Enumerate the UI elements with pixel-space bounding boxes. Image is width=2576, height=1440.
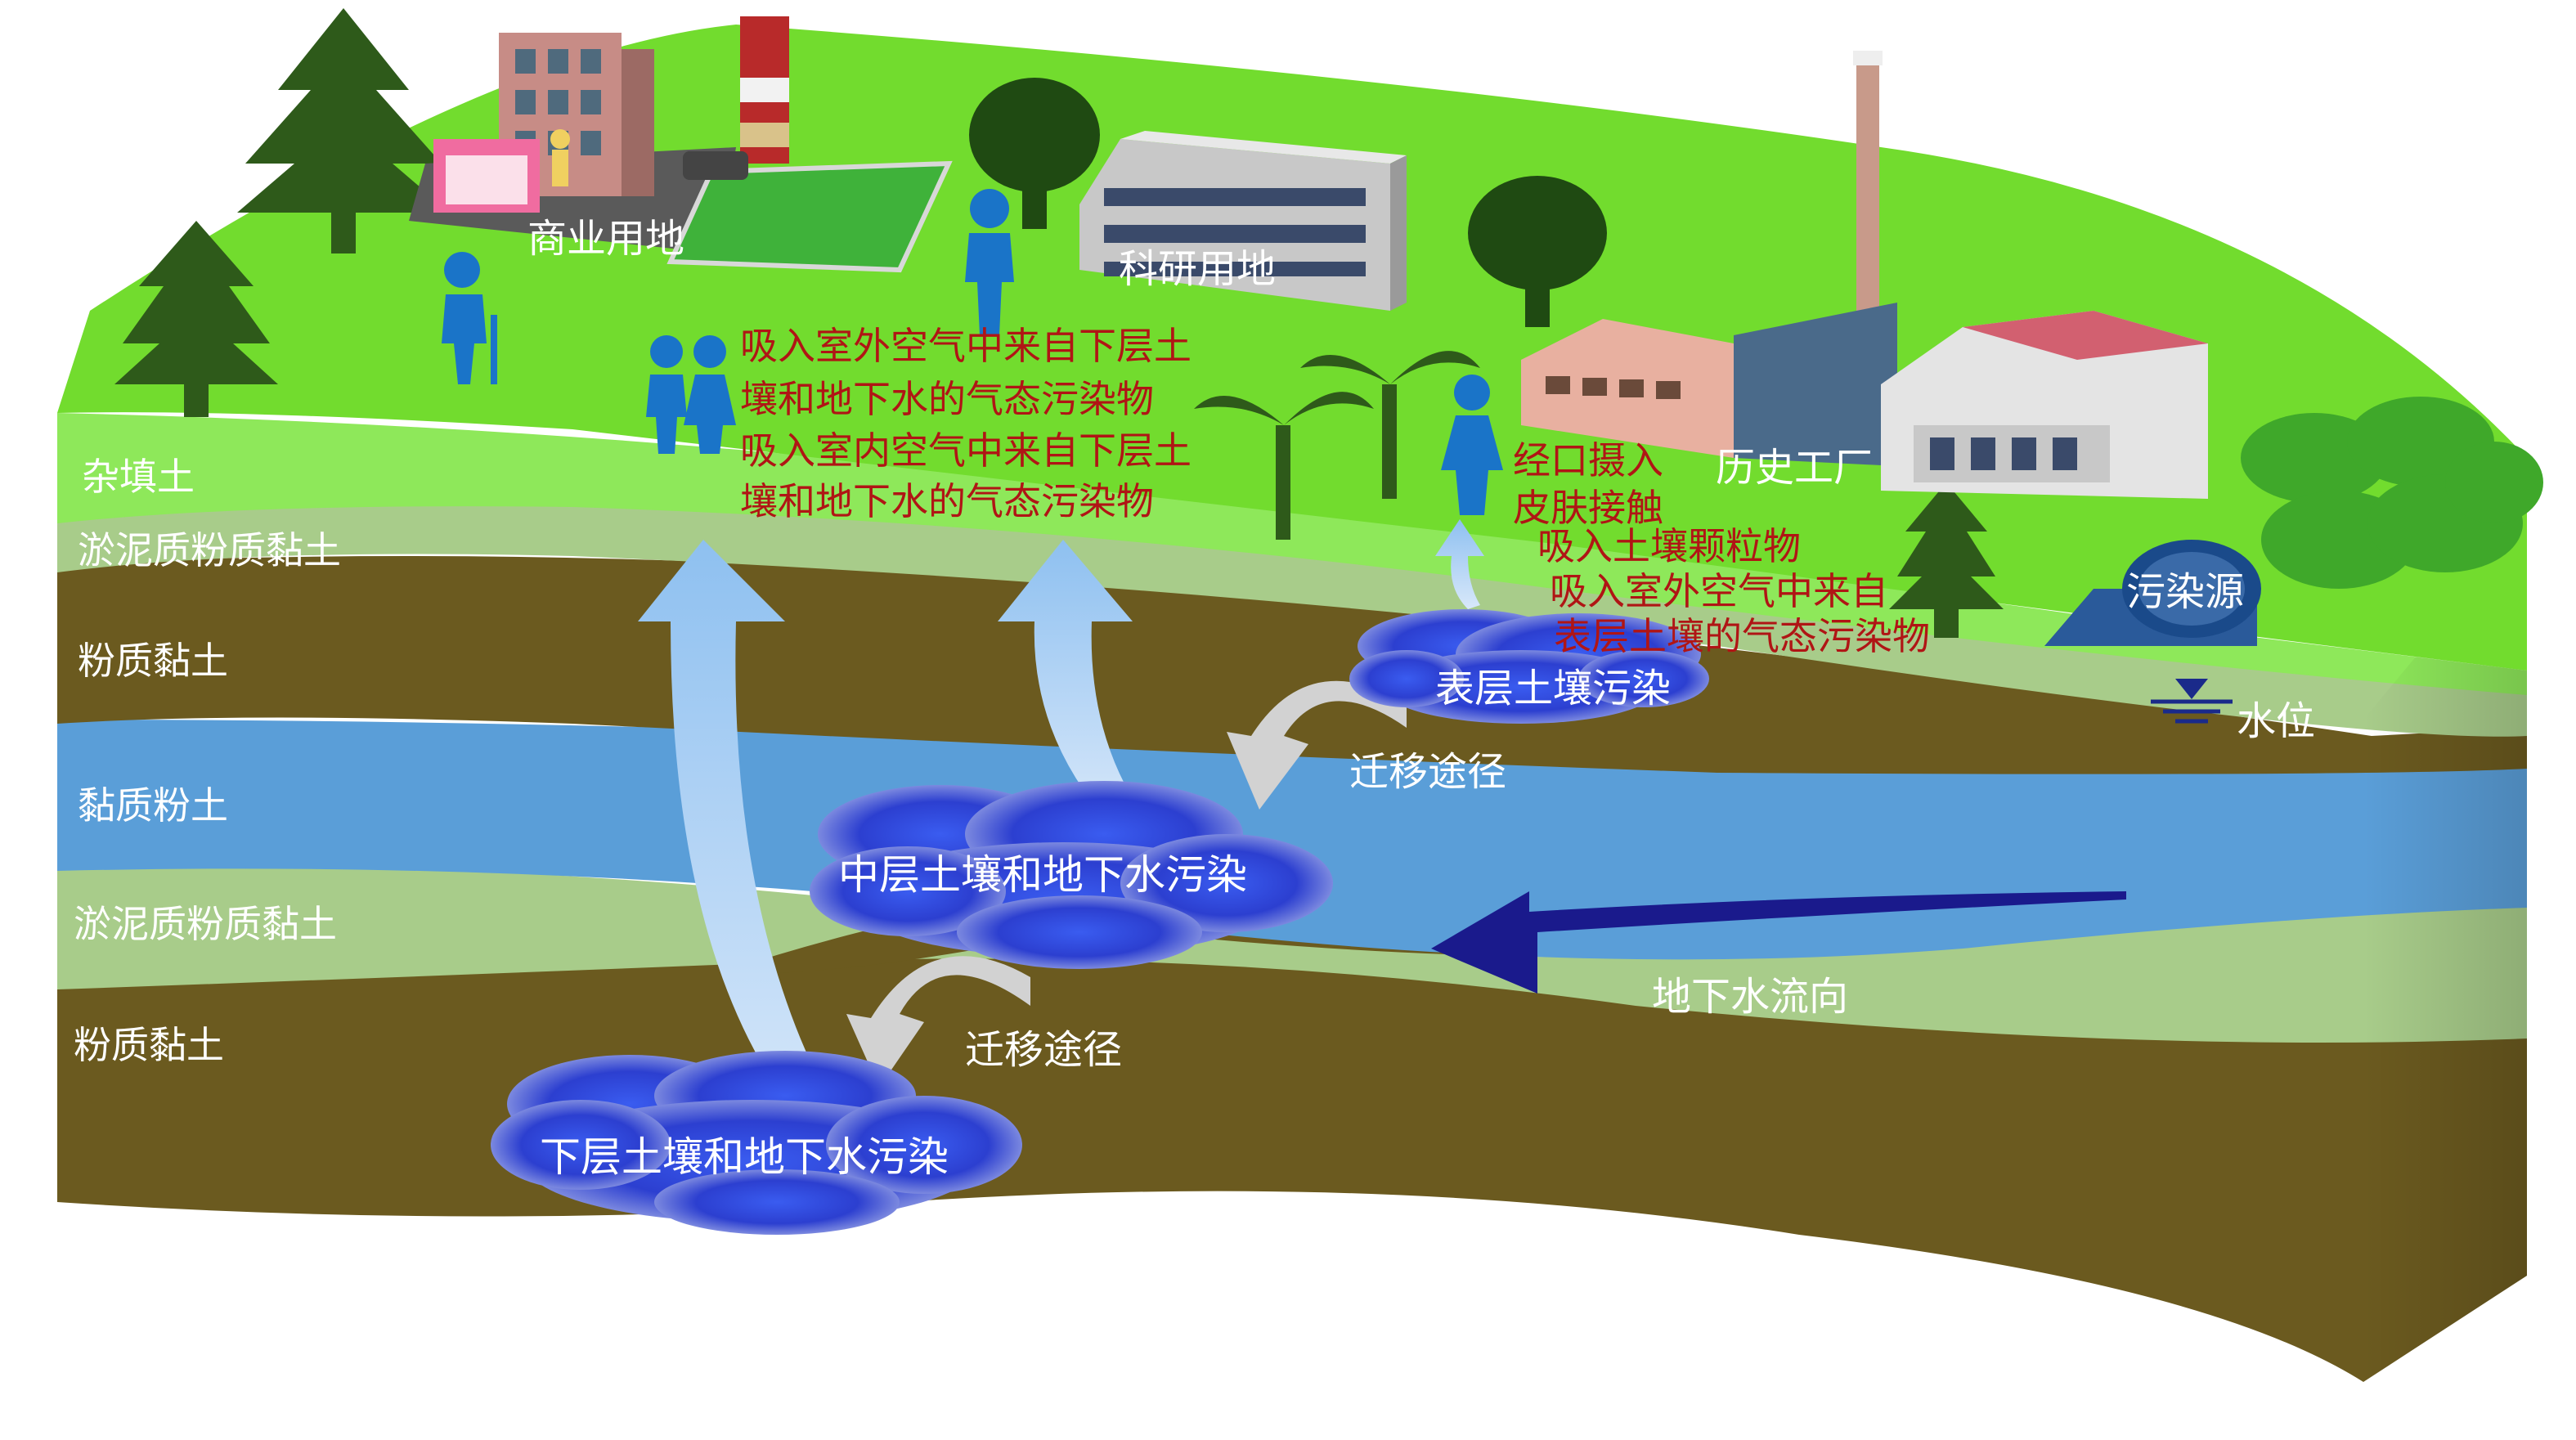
route-outdoor-2: 壤和地下水的气态污染物 (740, 377, 1154, 421)
route-outdoor-1: 吸入室外空气中来自下层土 (740, 324, 1192, 368)
cloud-surface (1349, 609, 1709, 724)
person-icon (550, 129, 570, 186)
layer-label-silty-clay-upper: 淤泥质粉质黏土 (78, 528, 341, 572)
label-migration-lower: 迁移途径 (965, 1027, 1123, 1073)
cloud-middle (810, 781, 1333, 969)
tree-icon (114, 221, 278, 417)
label-migration-upper: 迁移途径 (1349, 749, 1507, 795)
arrow-icon (638, 519, 1484, 1141)
layer-label-clay-upper: 粉质黏土 (78, 639, 228, 683)
label-water-level: 水位 (2237, 698, 2316, 744)
up-arrow-surface (1435, 519, 1484, 609)
tree-icon (1889, 482, 2004, 638)
route-particles: 吸入土壤颗粒物 (1537, 524, 1801, 568)
research-building (1079, 131, 1407, 311)
pipe-icon (2044, 540, 2261, 646)
layer-label-clayey-silt: 黏质粉土 (78, 783, 228, 828)
label-lower-contamination: 下层土壤和地下水污染 (540, 1133, 949, 1181)
route-dermal: 皮肤接触 (1513, 486, 1663, 530)
label-groundwater-flow: 地下水流向 (1652, 974, 1849, 1020)
label-pollution-source: 污染源 (2126, 569, 2245, 615)
label-middle-contamination: 中层土壤和地下水污染 (838, 851, 1247, 899)
route-oral: 经口摄入 (1513, 438, 1663, 482)
label-factory: 历史工厂 (1716, 445, 1874, 491)
migration-arrow-lower (846, 956, 1030, 1088)
up-arrow-middle (998, 540, 1145, 826)
tree-icon (969, 78, 1100, 229)
route-surface-vapor-2: 表层土壤的气态污染物 (1554, 614, 1930, 658)
layer-lower-clay (57, 917, 2527, 1382)
water-level-icon (2151, 679, 2233, 724)
layer-label-fill: 杂填土 (82, 455, 195, 499)
cloud-lower (491, 1051, 1022, 1235)
label-commercial: 商业用地 (527, 216, 685, 262)
block-right-side (2363, 523, 2527, 1382)
layer-label-silty-clay-lower: 淤泥质粉质黏土 (74, 902, 337, 946)
layer-upper-silt (57, 504, 2527, 737)
migration-arrow-upper (1227, 680, 1407, 810)
label-surface-contamination: 表层土壤污染 (1435, 666, 1672, 711)
label-research: 科研用地 (1119, 246, 1277, 292)
layer-fill-soil (57, 413, 2527, 695)
route-surface-vapor-1: 吸入室外空气中来自 (1550, 569, 1888, 613)
person-icon (442, 189, 1503, 515)
cloud-icon (491, 609, 1709, 1235)
route-indoor-1: 吸入室内空气中来自下层土 (740, 428, 1192, 473)
commercial-buildings (409, 16, 953, 273)
groundwater-flow-arrow (1431, 891, 2126, 994)
bush-icon (2241, 397, 2543, 589)
factory-icon (1521, 51, 2208, 499)
layer-label-clay-lower: 粉质黏土 (74, 1023, 224, 1067)
up-arrow-left (638, 540, 850, 1141)
layer-lower-silt (57, 862, 2527, 1043)
tree-icon (237, 8, 450, 253)
tree-icon (1468, 176, 1607, 327)
palm-tree-icon (1194, 351, 1480, 540)
route-indoor-2: 壤和地下水的气态污染物 (740, 479, 1154, 523)
arrow-icon (846, 680, 1407, 1088)
